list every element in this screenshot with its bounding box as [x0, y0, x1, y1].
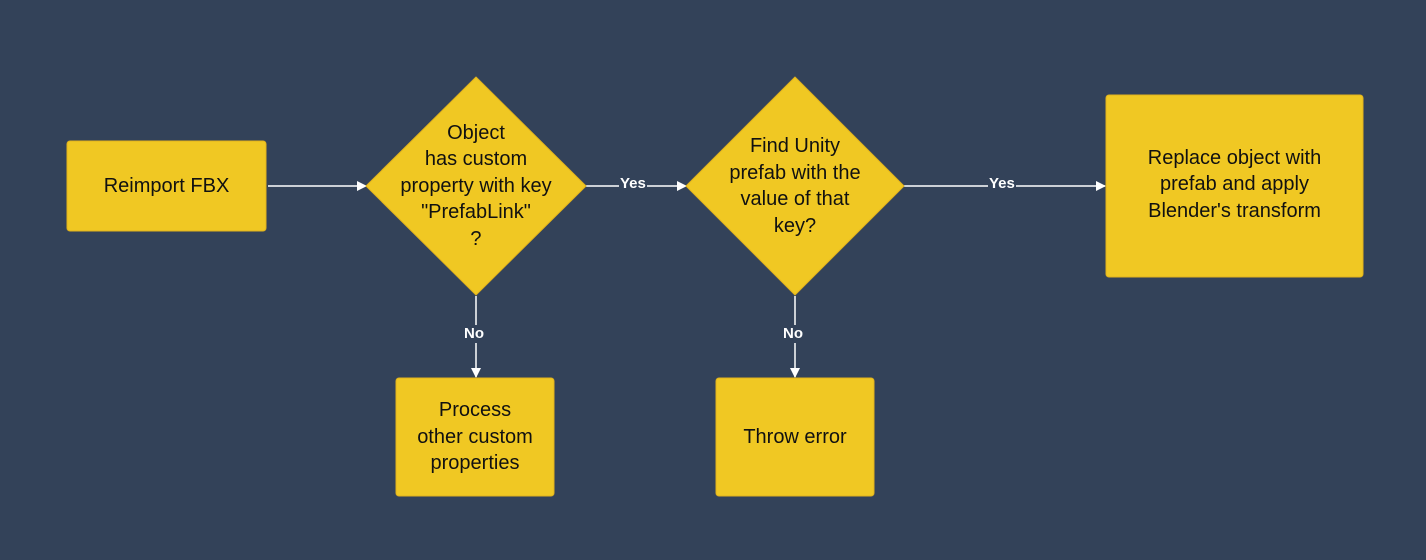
edge-find-yes-label: Yes [988, 175, 1016, 193]
node-replace-object-shape [1105, 94, 1364, 278]
node-has-prefablink-label: Object has custom property with key "Pre… [400, 121, 552, 250]
node-throw-error-shape [715, 377, 875, 497]
node-reimport-fbx-shape [66, 140, 267, 232]
node-process-other-label: Process other custom properties [417, 399, 533, 475]
edge-find-no-label: No [782, 325, 804, 343]
node-process-other-shape [395, 377, 555, 497]
node-find-prefab-label: Find Unity prefab with the value of that… [729, 135, 861, 237]
node-throw-error-label: Throw error [743, 425, 847, 448]
node-has-prefablink-shape [365, 76, 587, 296]
node-reimport-fbx-label: Reimport FBX [103, 174, 230, 197]
edge-check-yes-label: Yes [619, 175, 647, 193]
edge-check-no-label: No [463, 325, 485, 343]
node-find-prefab-shape [685, 76, 905, 296]
node-replace-object-label: Replace object with prefab and apply Ble… [1147, 146, 1322, 222]
